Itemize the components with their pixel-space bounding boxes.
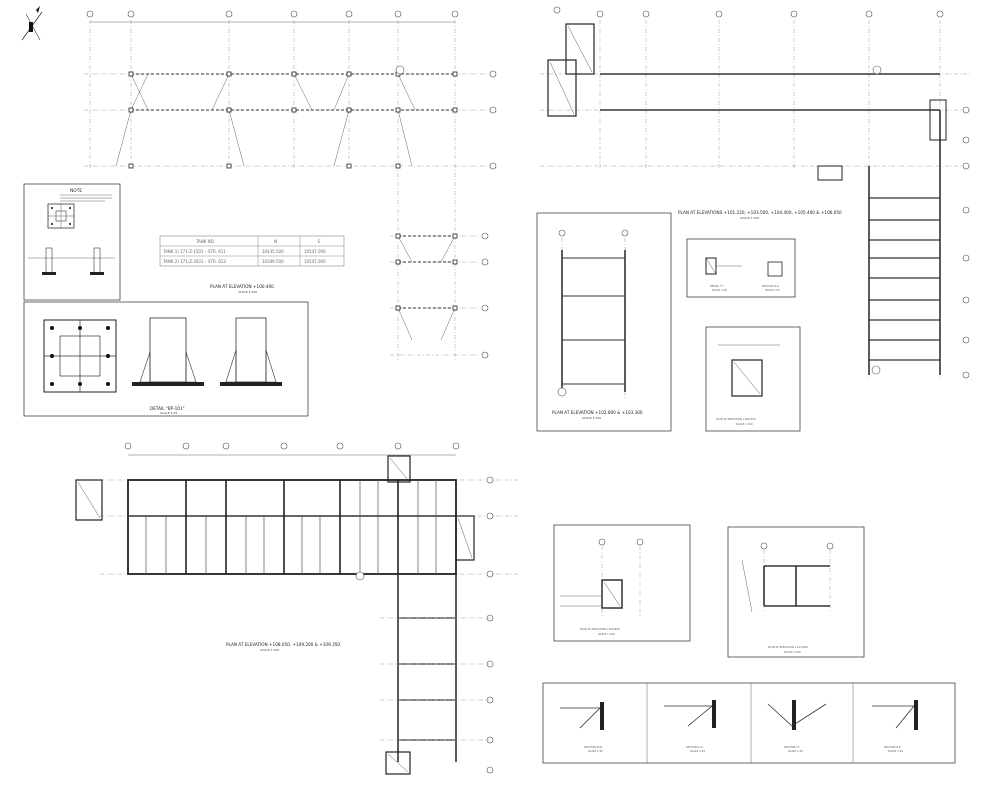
view-scale: SCALE 1:100 [582,416,601,420]
grid-bubble-row [553,6,944,18]
view-title: SECTION W-W [584,745,603,749]
view-scale: SCALE 1:25 [690,749,705,753]
view-scale: SCALE 1:100 [740,216,759,220]
view-title: SECTION Z-Z [762,284,779,288]
view-title: PLAN AT ELEVATION +106.350 [716,417,756,421]
grid-bubble-row [86,10,459,18]
table-cell: 10547.000 [304,249,326,254]
view-scale: SCALE 1:100 [736,422,753,426]
view-scale: SCALE 1:100 [238,290,257,294]
view-title: PLAN AT ELEVATION +102.800 & +103.300 [552,410,643,415]
plan-elevation-106350-panel: PLAN AT ELEVATION +106.350 SCALE 1:100 [705,326,801,432]
table-cell: TANK 2) 171-Z-3501 – STR. 613 [162,259,226,264]
view-title: PLAN AT ELEVATION +100.400 [210,284,274,289]
view-title: DETAIL "BP-101" [150,406,185,411]
north-arrow-icon [21,6,43,41]
view-title: SECTION Z-Z [884,745,901,749]
sections-row: SECTION W-W SCALE 1:25 SECTION A-A SCALE… [542,682,956,764]
view-scale: SCALE 1:25 [765,288,780,292]
plan-elevation-109800-panel: PLAN AT ELEVATION +109.800 SCALE 1:100 [553,524,691,642]
section-ww: SECTION W-W SCALE 1:25 [560,702,604,753]
table-header: E [318,239,321,244]
view-scale: SCALE 1:25 [888,749,903,753]
view-scale: SCALE 1:25 [588,749,603,753]
grid-bubble-row [124,442,460,450]
section-yy: SECTION Y-Y SCALE 1:25 [767,700,827,753]
view-scale: SCALE 1:25 [160,411,177,415]
table-header: TANK NO. [195,239,215,244]
detail-bp101-panel: DETAIL "BP-101" SCALE 1:25 [23,301,309,417]
view-scale: SCALE 1:100 [260,648,279,652]
view-title: SECTION Y-Y [784,745,800,749]
view-title: DETAIL "Y" [710,284,724,288]
view-scale: SCALE 1:100 [598,632,615,636]
view-title: SECTION A-A [686,745,703,749]
detail-y-section-zz-panel: DETAIL "Y" SCALE 1:25 SECTION Z-Z SCALE … [686,238,796,298]
view-scale: SCALE 1:25 [788,749,803,753]
table-cell: 10349.500 [262,259,284,264]
table-header: N [274,239,277,244]
section-aa: SECTION A-A SCALE 1:25 [664,700,716,753]
section-zz-2: SECTION Z-Z SCALE 1:25 [872,700,918,753]
table-cell: 10435.500 [262,249,284,254]
note-heading: NOTE [70,188,82,194]
plan-elevations-multi: PLAN AT ELEVATIONS +101.220, +103.500, +… [540,6,970,380]
plan-elevation-113400-panel: PLAN AT ELEVATION +113.400 SCALE 1:100 [727,526,865,658]
view-title: PLAN AT ELEVATIONS +101.220, +103.500, +… [678,210,842,215]
plan-elevation-108050: PLAN AT ELEVATION +108.050, +109.200 & +… [75,442,520,775]
plan-elevation-102800-panel: PLAN AT ELEVATION +102.800 & +103.300 SC… [536,212,672,432]
tank-coordinate-table: TANK NO. N E TANK 1) 171-Z-1501 – STR. 6… [159,235,345,267]
view-title: PLAN AT ELEVATION +109.800 [580,627,620,631]
view-scale: SCALE 1:25 [712,288,727,292]
table-cell: 10547.000 [304,259,326,264]
table-cell: TANK 1) 171-Z-1501 – STR. 611 [162,249,226,254]
view-title: PLAN AT ELEVATION +108.050, +109.200 & +… [226,642,340,647]
note-panel: NOTE [23,183,121,301]
plan-elevation-100400: PLAN AT ELEVATION +100.400 SCALE 1:100 [84,10,497,360]
view-title: PLAN AT ELEVATION +113.400 [768,645,808,649]
view-scale: SCALE 1:100 [784,650,801,654]
